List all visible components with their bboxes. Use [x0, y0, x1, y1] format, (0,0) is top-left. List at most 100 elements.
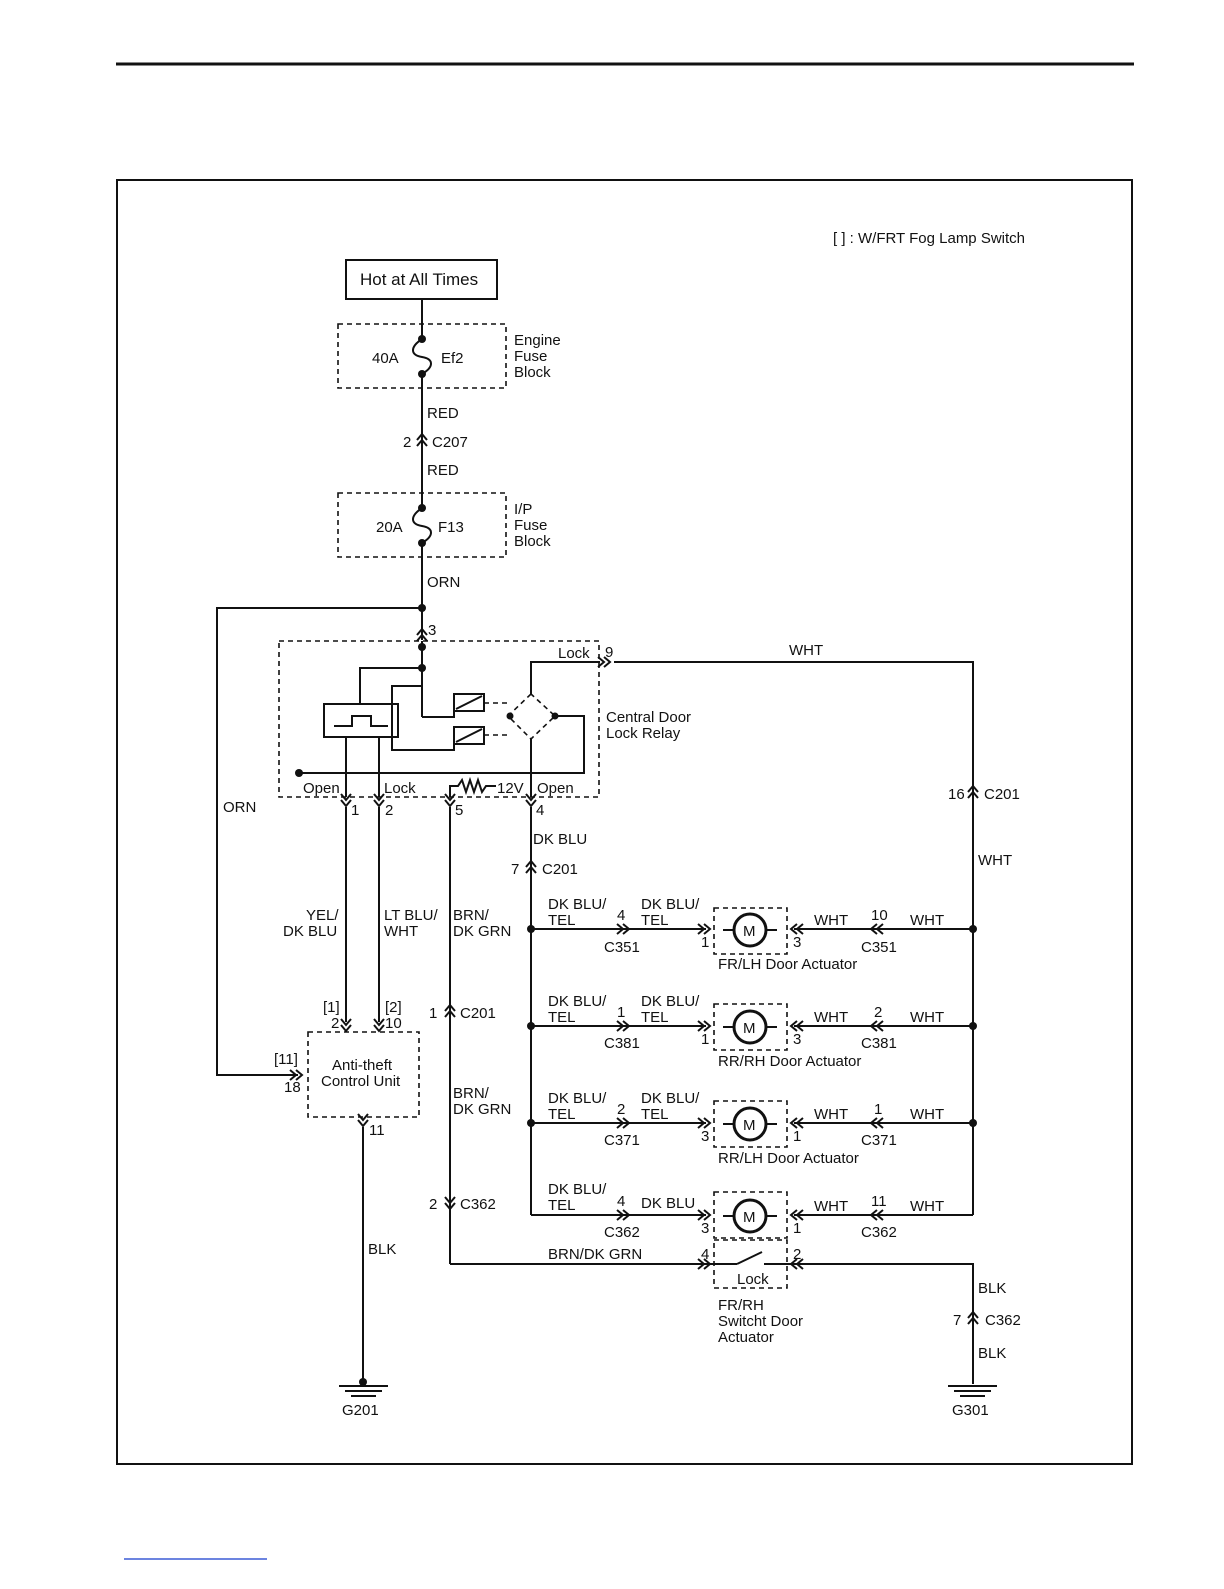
ground-g201: G201 [339, 1385, 388, 1419]
switch-actuator-name-1: FR/RH [718, 1297, 764, 1314]
wire-brn-dkgrn-3: BRN/ [453, 1085, 490, 1102]
relay-lock-label-bottom: Lock [384, 780, 416, 797]
c362-label-right: C362 [861, 1224, 897, 1241]
motor-m-3: M [743, 1117, 756, 1134]
wire-ltblu-wht-1: LT BLU/ [384, 907, 438, 924]
control-unit-name-1: Anti-theft [332, 1057, 393, 1074]
engine-fuse-block-label-3: Block [514, 364, 551, 381]
control-unit-pin-11-connector [357, 1113, 369, 1127]
wire-dkblu-tel-e1: DK BLU/ [548, 1090, 607, 1107]
wire-dkblu-tel-c2: TEL [548, 1009, 576, 1026]
c362-pin-right: 11 [871, 1193, 887, 1210]
central-door-lock-relay: Lock Open Lock 12V Open Central Door Loc… [278, 640, 691, 798]
legend-note: [ ] : W/FRT Fog Lamp Switch [833, 230, 1025, 247]
wire-dkblu-tel-b1: DK BLU/ [641, 896, 700, 913]
relay-pin-4: 4 [536, 802, 544, 819]
rr-lh-pin-left: 3 [701, 1128, 709, 1145]
fr-lh-wht-1: WHT [814, 912, 848, 929]
wire-brn-dkgrn-4: DK GRN [453, 1101, 511, 1118]
relay-12v-label: 12V [497, 780, 524, 797]
c362-label-left: C362 [604, 1224, 640, 1241]
relay-name-2: Lock Relay [606, 725, 681, 742]
c201-brn-pin: 1 [429, 1005, 437, 1022]
wire-label-wht-bus: WHT [978, 852, 1012, 869]
fr-lh-wht-2: WHT [910, 912, 944, 929]
wire-label-red-2: RED [427, 462, 459, 479]
ip-fuse-name: F13 [438, 519, 464, 536]
ip-fuse-block-label-1: I/P [514, 501, 532, 518]
c381-label-right: C381 [861, 1035, 897, 1052]
fr-rh-pin-left: 3 [701, 1220, 709, 1237]
wire-dkblu-tel-c1: DK BLU/ [548, 993, 607, 1010]
diagram-frame [116, 179, 1133, 1465]
rr-lh-wht-1: WHT [814, 1106, 848, 1123]
engine-fuse-block: 40A Ef2 Engine Fuse Block [337, 323, 561, 389]
switch-actuator-name-3: Actuator [718, 1329, 774, 1346]
fr-rh-switch-door-actuator: Lock 4 2 FR/RH Switcht Door Actuator [697, 1239, 804, 1346]
relay-pin-2: 2 [385, 802, 393, 819]
control-unit-pin-2: 2 [331, 1015, 339, 1032]
switch-pin-2: 2 [793, 1246, 801, 1263]
c201-wht-label: C201 [984, 786, 1020, 803]
actuator-row-rr-rh: M DK BLU/ TEL DK BLU/ TEL 1 C381 1 3 WHT… [527, 993, 977, 1070]
actuator-row-rr-lh: M DK BLU/ TEL DK BLU/ TEL 2 C371 3 1 WHT… [527, 1090, 977, 1167]
wire-dkblu-tel-g1: DK BLU/ [548, 1181, 607, 1198]
wire-dkblu-tel-e2: TEL [548, 1106, 576, 1123]
wire-yel-dkblu-1: YEL/ [306, 907, 339, 924]
engine-fuse-name: Ef2 [441, 350, 464, 367]
c381-label-left: C381 [604, 1035, 640, 1052]
motor-m-2: M [743, 1020, 756, 1037]
wire-label-blk-right-2: BLK [978, 1345, 1006, 1362]
control-unit-pin-11: 11 [369, 1122, 385, 1139]
rr-rh-wht-1: WHT [814, 1009, 848, 1026]
power-source: Hot at All Times [345, 259, 498, 300]
c371-pin-left: 2 [617, 1101, 625, 1118]
wire-brn-dkgrn-2: DK GRN [453, 923, 511, 940]
wire-label-dkblu-bus: DK BLU [533, 831, 587, 848]
ground-g301-label: G301 [952, 1402, 989, 1419]
motor-m-1: M [743, 923, 756, 940]
wire-label-blk-left: BLK [368, 1241, 396, 1258]
rr-rh-actuator-label: RR/RH Door Actuator [718, 1053, 861, 1070]
ip-fuse-block-label-2: Fuse [514, 517, 547, 534]
engine-fuse-block-label-1: Engine [514, 332, 561, 349]
c201-wht-pin: 16 [948, 786, 965, 803]
control-unit-pin-10: 10 [385, 1015, 402, 1032]
relay-pin-1: 1 [351, 802, 359, 819]
c362-blk-pin: 7 [953, 1312, 961, 1329]
actuator-row-fr-rh: M DK BLU/ TEL 4 DK BLU C362 3 1 WHT 11 W… [531, 1181, 973, 1241]
wire-ltblu-wht-2: WHT [384, 923, 418, 940]
ip-fuse-amp: 20A [376, 519, 403, 536]
rr-lh-wht-2: WHT [910, 1106, 944, 1123]
wire-dkblu-tel-b2: TEL [641, 912, 669, 929]
fr-rh-wht-2: WHT [910, 1198, 944, 1215]
wire-label-blk-right-1: BLK [978, 1280, 1006, 1297]
pin-bracket-11: [11] [274, 1051, 298, 1068]
c201-brn-label: C201 [460, 1005, 496, 1022]
fr-rh-wht-1: WHT [814, 1198, 848, 1215]
relay-open-label-right: Open [537, 780, 574, 797]
c371-label-right: C371 [861, 1132, 897, 1149]
fr-rh-pin-right: 1 [793, 1220, 801, 1237]
wire-label-orn-2: ORN [223, 799, 256, 816]
wire-label-red-1: RED [427, 405, 459, 422]
switch-actuator-name-2: Switcht Door [718, 1313, 803, 1330]
relay-pin-3: 3 [428, 622, 436, 639]
c362-brn-pin: 2 [429, 1196, 437, 1213]
fr-lh-pin-left: 1 [701, 934, 709, 951]
rr-lh-actuator-label: RR/LH Door Actuator [718, 1150, 859, 1167]
fr-lh-actuator-label: FR/LH Door Actuator [718, 956, 857, 973]
relay-name-1: Central Door [606, 709, 691, 726]
wire-label-wht-top: WHT [789, 642, 823, 659]
power-label: Hot at All Times [360, 270, 478, 289]
c201-dkblu-pin: 7 [511, 861, 519, 878]
wire-yel-dkblu-2: DK BLU [283, 923, 337, 940]
relay-pin-9: 9 [605, 644, 613, 661]
relay-open-label-left: Open [303, 780, 340, 797]
c201-dkblu-label: C201 [542, 861, 578, 878]
actuator-row-fr-lh: M DK BLU/ TEL DK BLU/ TEL 4 C351 1 3 WHT… [527, 896, 977, 973]
rr-rh-wht-2: WHT [910, 1009, 944, 1026]
control-unit-name-2: Control Unit [321, 1073, 401, 1090]
wire-dkblu-tel-f2: TEL [641, 1106, 669, 1123]
